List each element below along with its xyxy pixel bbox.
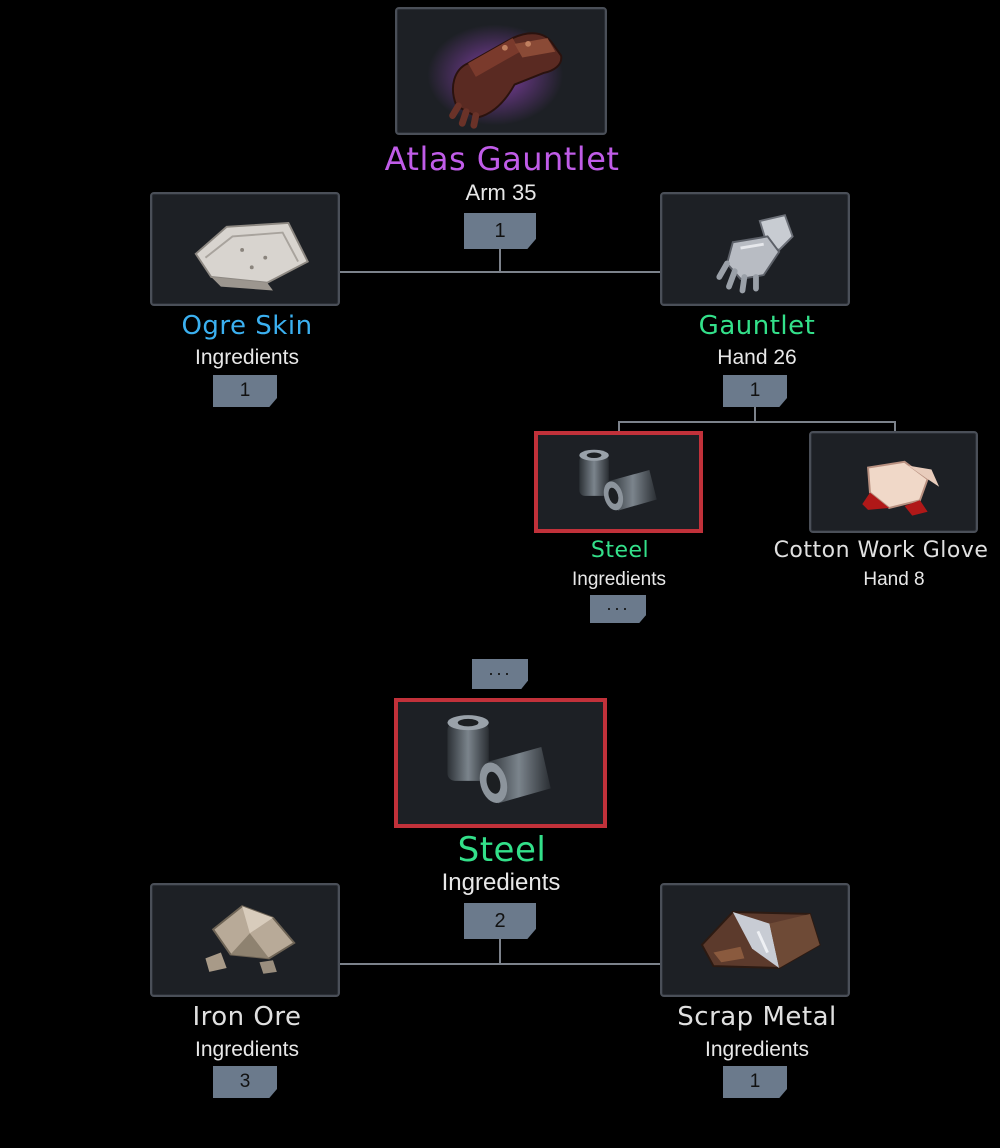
item-name-scrap-metal: Scrap Metal bbox=[677, 1002, 837, 1032]
quantity-badge: 1 bbox=[464, 213, 536, 249]
steel-icon bbox=[447, 715, 551, 804]
ogre-skin-icon bbox=[194, 221, 310, 291]
expand-more-badge[interactable]: ··· bbox=[590, 595, 646, 623]
connector-line bbox=[618, 421, 620, 433]
item-sub-gauntlet: Hand 26 bbox=[717, 346, 797, 369]
connector-line bbox=[499, 938, 501, 964]
steel-gauntlet-icon bbox=[716, 214, 794, 294]
item-name-gauntlet: Gauntlet bbox=[698, 311, 816, 341]
item-name-cotton-work-glove: Cotton Work Glove bbox=[773, 538, 989, 563]
connector-line bbox=[499, 248, 501, 272]
item-slot-atlas-gauntlet[interactable] bbox=[395, 7, 607, 135]
item-sub-cotton-work-glove: Hand 8 bbox=[863, 569, 925, 590]
steel-icon bbox=[579, 449, 657, 511]
gauntlet-icon bbox=[427, 24, 563, 129]
item-sub-scrap-metal: Ingredients bbox=[705, 1038, 809, 1061]
item-name-steel-large: Steel bbox=[457, 830, 547, 870]
item-name-iron-ore: Iron Ore bbox=[192, 1002, 302, 1032]
item-sub-atlas-gauntlet: Arm 35 bbox=[465, 180, 537, 205]
connector-line bbox=[340, 271, 662, 273]
item-sub-steel-large: Ingredients bbox=[441, 869, 561, 896]
quantity-badge: 1 bbox=[723, 1066, 787, 1098]
parent-more-badge[interactable]: ··· bbox=[472, 659, 528, 689]
item-name-steel-small: Steel bbox=[590, 538, 650, 563]
connector-line bbox=[754, 406, 756, 422]
quantity-badge: 1 bbox=[723, 375, 787, 407]
item-slot-gauntlet[interactable] bbox=[660, 192, 850, 306]
scrap-metal-icon bbox=[700, 911, 821, 969]
item-sub-steel-small: Ingredients bbox=[571, 569, 667, 590]
connector-line bbox=[618, 421, 896, 423]
quantity-badge: 3 bbox=[213, 1066, 277, 1098]
connector-line bbox=[340, 963, 662, 965]
item-slot-scrap-metal[interactable] bbox=[660, 883, 850, 997]
item-slot-steel-small[interactable] bbox=[534, 431, 703, 533]
cotton-glove-icon bbox=[862, 460, 940, 516]
quantity-badge: 1 bbox=[213, 375, 277, 407]
connector-line bbox=[894, 421, 896, 433]
item-sub-iron-ore: Ingredients bbox=[195, 1038, 299, 1061]
item-slot-steel-large[interactable] bbox=[394, 698, 607, 828]
item-name-ogre-skin: Ogre Skin bbox=[181, 311, 313, 341]
item-slot-ogre-skin[interactable] bbox=[150, 192, 340, 306]
item-slot-iron-ore[interactable] bbox=[150, 883, 340, 997]
quantity-badge: 2 bbox=[464, 903, 536, 939]
item-sub-ogre-skin: Ingredients bbox=[195, 346, 299, 369]
iron-ore-icon bbox=[205, 905, 296, 974]
item-slot-cotton-work-glove[interactable] bbox=[809, 431, 978, 533]
item-name-atlas-gauntlet: Atlas Gauntlet bbox=[384, 140, 620, 178]
